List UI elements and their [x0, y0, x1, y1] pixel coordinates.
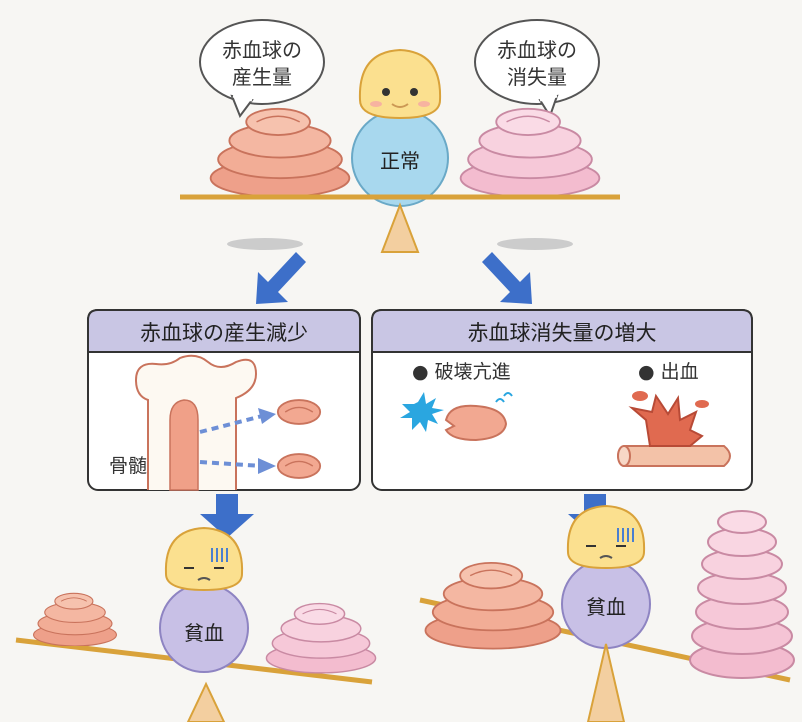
panel-right-title: 赤血球消失量の増大	[468, 321, 657, 345]
character-anemia-left: 貧血	[159, 526, 249, 673]
rbc-cell-2	[276, 453, 322, 479]
item-bleeding: ● 出血	[638, 361, 699, 383]
rbc-pile-production-right	[424, 561, 562, 650]
panel-left-title: 赤血球の産生減少	[140, 321, 308, 345]
status-label-normal: 正常	[380, 149, 420, 173]
rbc-tower-large	[689, 510, 795, 679]
rbc-pile-small	[32, 592, 118, 646]
rbc-pile-normal-loss	[265, 602, 377, 674]
character-head	[358, 48, 442, 120]
fulcrum-left	[186, 681, 226, 722]
bone-illustration	[134, 354, 258, 491]
panel-production-decrease: 赤血球の産生減少 骨髄	[87, 309, 361, 491]
panel-loss-increase: 赤血球消失量の増大 ● 破壊亢進 ● 出血	[371, 309, 753, 491]
fulcrum-right	[586, 643, 626, 722]
character-anemia-right: 貧血	[561, 504, 651, 649]
burst-icon	[400, 392, 444, 432]
character-normal: 正常	[351, 48, 449, 207]
bubble-loss: 赤血球の 消失量	[474, 19, 600, 119]
bubble-production-line1: 赤血球の	[222, 38, 302, 62]
broken-rbc	[444, 404, 508, 442]
bubble-loss-line2: 消失量	[507, 65, 567, 89]
item-hemolysis: ● 破壊亢進	[412, 361, 511, 383]
bubble-production-line2: 産生量	[232, 65, 292, 89]
bottom-right-balance: 貧血	[419, 504, 795, 722]
bottom-left-balance: 貧血	[15, 526, 377, 722]
rbc-cell-1	[276, 399, 322, 425]
rbc-pile-loss	[459, 107, 601, 198]
bubble-production: 赤血球の 産生量	[199, 19, 325, 119]
status-label-anemia-left: 貧血	[184, 621, 224, 645]
fulcrum	[380, 202, 420, 253]
arrow-left-lower	[200, 494, 254, 538]
rbc-pile-production	[209, 107, 351, 198]
bubble-loss-line1: 赤血球の	[497, 38, 577, 62]
status-label-anemia-right: 貧血	[586, 595, 626, 619]
bone-marrow	[169, 399, 199, 491]
bleeding-vessel	[617, 391, 731, 467]
top-balance: 赤血球の 産生量 赤血球の 消失量 正常	[180, 19, 620, 253]
bone-marrow-label: 骨髄	[109, 455, 147, 477]
arrow-left-down	[256, 252, 306, 304]
arrow-right-down	[482, 252, 532, 304]
